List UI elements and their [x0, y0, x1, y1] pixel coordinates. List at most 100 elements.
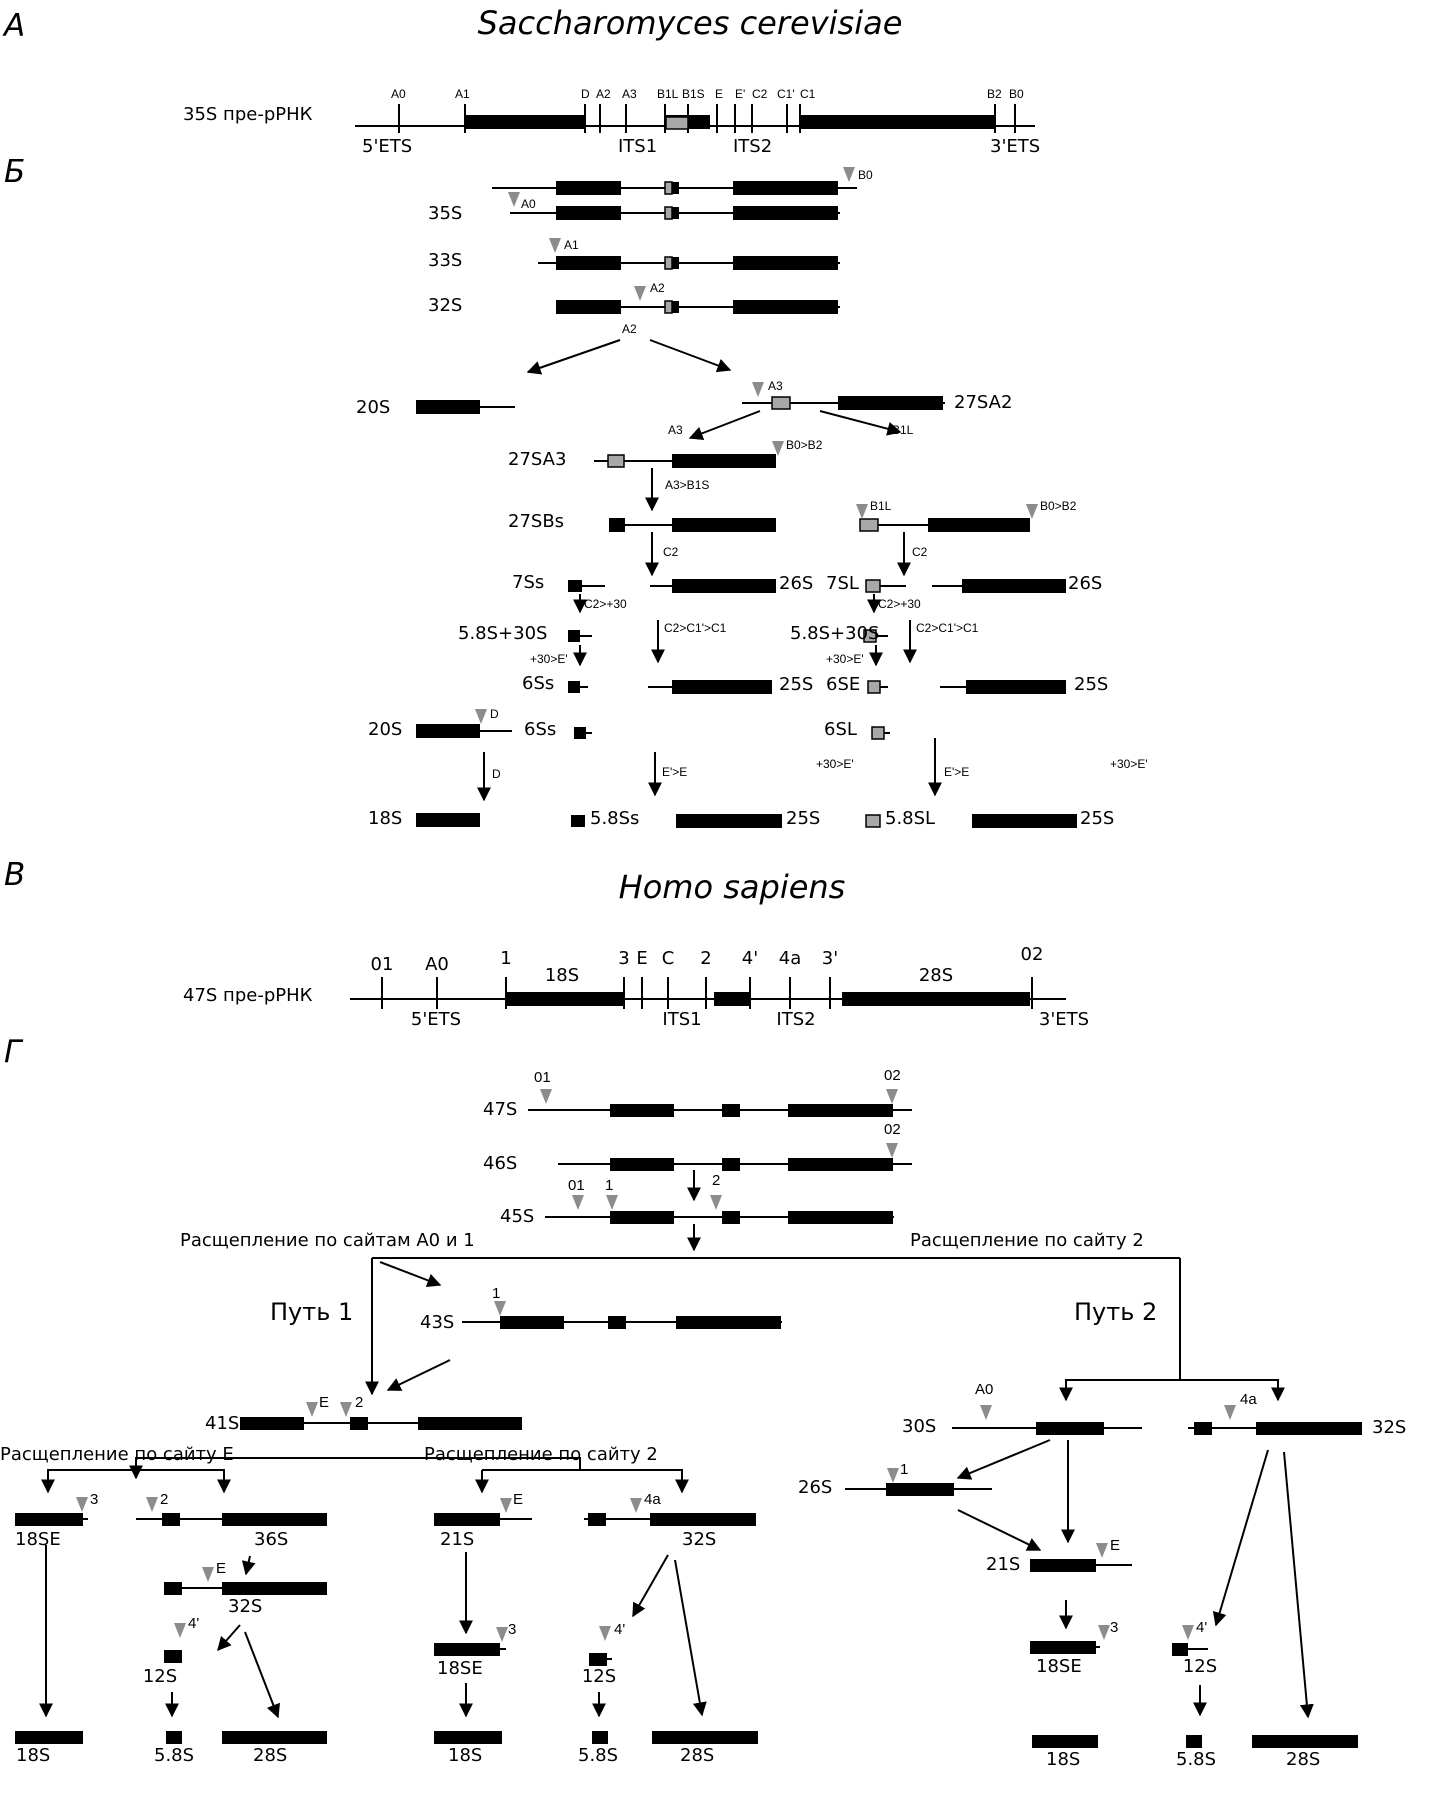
processing-arrow — [674, 1559, 707, 1717]
block-5-8s — [609, 518, 625, 532]
processing-arrow — [241, 1555, 256, 1576]
cleavage-label: B0>B2 — [786, 438, 823, 452]
processing-arrow — [217, 1624, 241, 1652]
site-label: A2 — [596, 87, 611, 101]
site-label: 01 — [568, 1177, 585, 1194]
processing-arrow — [379, 1261, 442, 1288]
cleavage-label: C2>+30 — [584, 597, 627, 611]
its1-element — [608, 455, 624, 467]
cleavage-site-2-label: Расщепление по сайту 2 — [910, 1230, 1144, 1251]
site-label: E — [319, 1394, 329, 1411]
block-28s — [842, 992, 1030, 1006]
block-25s — [972, 814, 1077, 828]
cleavage-label: E'>E — [662, 765, 687, 779]
processing-arrow — [526, 339, 621, 375]
pathway-1-label: Путь 1 — [270, 1298, 353, 1326]
its1-element-outline — [664, 300, 673, 314]
block-25s — [672, 680, 772, 694]
species-label-5-8s: 5.8S — [1176, 1749, 1216, 1770]
site-label: 3 — [508, 1621, 516, 1638]
block-18s — [416, 724, 480, 738]
cleavage-triangle-icon — [886, 1143, 898, 1158]
block-28s — [788, 1211, 893, 1224]
processing-arrow — [649, 339, 732, 373]
block-5-8s — [571, 815, 585, 827]
panel-letter-a: А — [2, 8, 25, 44]
cleavage-label: D — [490, 707, 499, 721]
site-label: 3 — [1110, 1619, 1118, 1636]
site-label: 02 — [884, 1121, 901, 1138]
site-label: D — [581, 87, 590, 101]
site-label: E — [715, 87, 723, 101]
site-label: 1 — [605, 1177, 613, 1194]
region-label-3ets: 3'ETS — [990, 136, 1040, 157]
cleavage-label: A3 — [768, 379, 783, 393]
block-5-8s — [722, 1104, 740, 1117]
site-label: B2 — [987, 87, 1002, 101]
precursor-label-47s: 47S пре-рРНК — [183, 985, 313, 1006]
species-label-12s: 12S — [143, 1666, 177, 1687]
its1-element-outline — [771, 396, 791, 410]
region-label-3ets: 3'ETS — [1039, 1009, 1089, 1030]
species-label-26s: 26S — [1068, 573, 1102, 594]
cleavage-triangle-icon — [494, 1301, 506, 1316]
cleavage-site-e-label: Расщепление по сайту Е — [0, 1444, 234, 1465]
site-label: A1 — [455, 87, 470, 101]
species-label-18s: 18S — [16, 1745, 50, 1766]
cleavage-label: C2>C1'>C1 — [916, 621, 979, 635]
block-5-8s — [608, 1316, 626, 1329]
pathway-2-label: Путь 2 — [1074, 1298, 1157, 1326]
its1-element — [866, 815, 880, 827]
its1-element — [868, 681, 880, 693]
site-label: 4' — [188, 1615, 199, 1632]
its1-element — [864, 630, 876, 642]
site-label: A3 — [622, 87, 637, 101]
cleavage-triangle-icon — [1224, 1405, 1236, 1420]
region-label-5ets: 5'ETS — [362, 136, 412, 157]
panel-letter-d: Г — [4, 1034, 24, 1070]
species-label-6ss: 6Ss — [524, 719, 556, 740]
its1-element — [665, 182, 672, 194]
block-18s — [886, 1483, 954, 1496]
species-label-21s: 21S — [986, 1554, 1020, 1575]
site-label: 4a — [779, 948, 801, 969]
species-label-21s: 21S — [440, 1529, 474, 1550]
cleavage-triangle-icon — [887, 1468, 899, 1483]
block-5-8s — [350, 1417, 368, 1430]
its1-element — [860, 519, 878, 531]
site-label: 2 — [712, 1172, 720, 1189]
its1-element-outline — [867, 680, 881, 694]
cleavage-triangle-icon — [76, 1497, 88, 1512]
species-label-5-8s-30s: 5.8S+30S — [458, 623, 547, 644]
site-label: 3' — [822, 948, 838, 969]
site-label: 4' — [614, 1621, 625, 1638]
block-28s — [222, 1513, 327, 1526]
cleavage-triangle-icon — [856, 504, 868, 519]
species-label-25s: 25S — [1074, 674, 1108, 695]
cleavage-triangle-icon — [508, 192, 520, 207]
block-5-8s — [1186, 1735, 1202, 1748]
species-label-18se: 18SE — [437, 1658, 483, 1679]
pathway-1-bracket — [482, 1469, 683, 1492]
its1-element-outline — [664, 181, 673, 195]
cleavage-label: C2 — [663, 545, 679, 559]
species-label-27sbs: 27SBs — [508, 511, 564, 532]
its1-element-outline — [665, 116, 689, 130]
species-label-27sa2: 27SA2 — [954, 392, 1012, 413]
cleavage-triangle-icon — [1096, 1543, 1108, 1558]
block-25s — [962, 579, 1066, 593]
precursor-label-35s: 35S пре-рРНК — [183, 104, 313, 125]
species-label-25s: 25S — [786, 808, 820, 829]
b1-segment — [666, 117, 688, 129]
block-25s — [672, 454, 776, 468]
processing-arrow — [956, 1439, 1051, 1480]
site-label: 01 — [534, 1069, 551, 1086]
cleavage-label: C2 — [912, 545, 928, 559]
block-25s — [672, 579, 776, 593]
block-25s — [733, 206, 838, 220]
species-label-35s: 35S — [428, 203, 462, 224]
region-label-its2: ITS2 — [733, 136, 772, 157]
block-5-8s — [722, 1158, 740, 1171]
panel-letter-b: Б — [4, 154, 25, 190]
site-label: E — [1110, 1537, 1120, 1554]
